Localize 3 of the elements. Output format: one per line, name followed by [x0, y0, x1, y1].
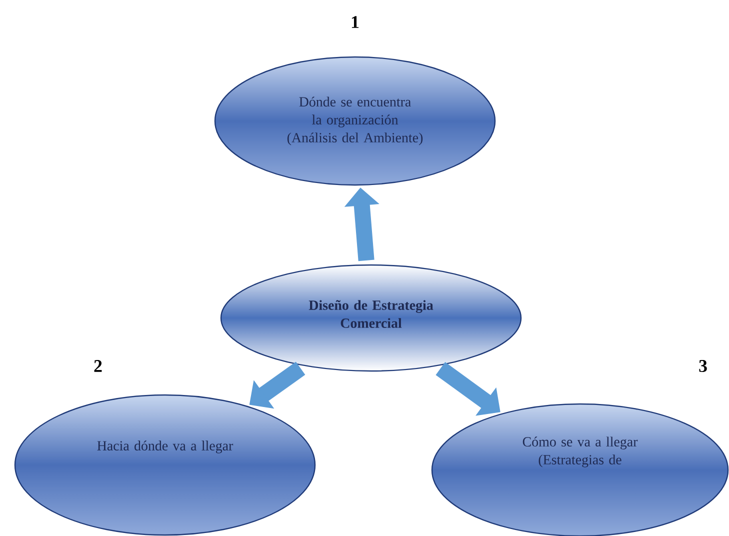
step-number: 2 — [94, 360, 102, 372]
step-number: 3 — [699, 360, 707, 372]
step-number: 1 — [352, 16, 359, 28]
